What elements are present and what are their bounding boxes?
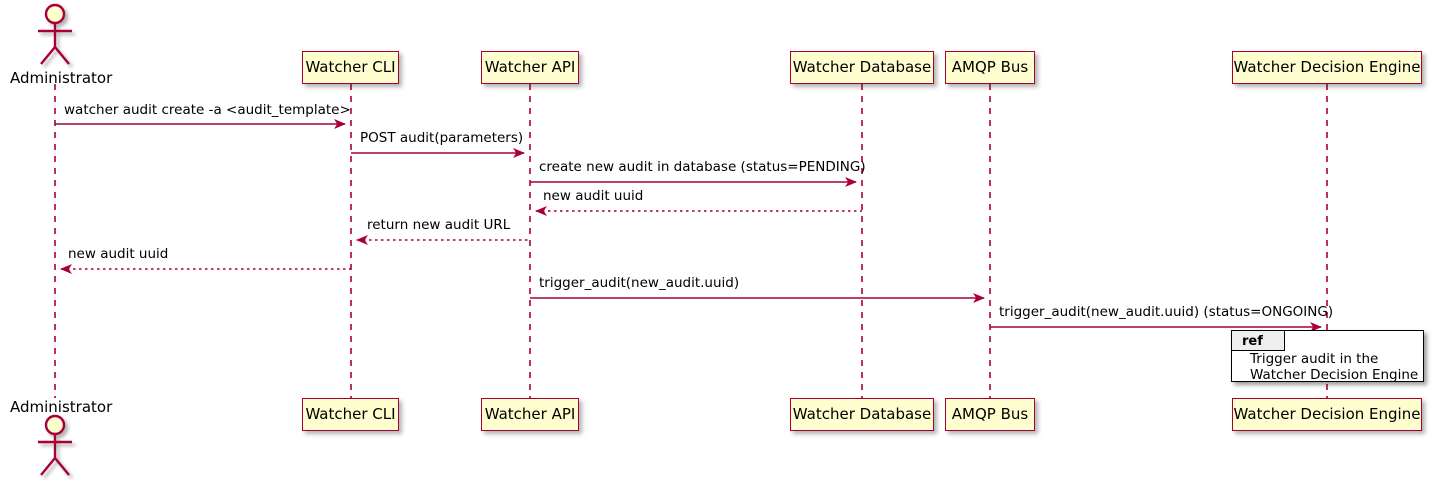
participant-box-watcher-cli-bottom[interactable]: Watcher CLI [302,398,399,431]
ref-fragment-tab [1232,331,1285,351]
participant-label: Watcher API [484,405,576,423]
message-label-5: return new audit URL [367,217,511,233]
participant-box-watcher-api-top[interactable]: Watcher API [481,51,579,84]
actor-label-administrator-top: Administrator [10,69,113,87]
ref-fragment-line-2: Watcher Decision Engine [1250,367,1419,383]
participant-label: Watcher CLI [305,58,396,76]
message-label-2: POST audit(parameters) [360,130,524,146]
participant-label: Watcher CLI [305,405,396,423]
message-arrows [55,119,1322,332]
participant-label: Watcher Database [792,58,932,76]
actor-administrator-top-icon [38,3,72,65]
ref-fragment-line-1: Trigger audit in the [1250,351,1379,367]
participant-box-watcher-cli-top[interactable]: Watcher CLI [302,51,399,84]
participant-label: AMQP Bus [951,58,1029,76]
actor-label-administrator-bottom: Administrator [10,398,113,416]
message-label-4: new audit uuid [543,188,644,204]
participant-box-watcher-database-top[interactable]: Watcher Database [790,51,934,84]
message-label-6: new audit uuid [68,246,169,262]
participant-label: AMQP Bus [951,405,1029,423]
participant-box-watcher-decision-engine-top[interactable]: Watcher Decision Engine [1232,51,1422,84]
message-label-8: trigger_audit(new_audit.uuid) (status=ON… [999,304,1334,320]
participant-box-watcher-decision-engine-bottom[interactable]: Watcher Decision Engine [1232,398,1422,431]
lifelines [54,84,1328,398]
participant-box-watcher-database-bottom[interactable]: Watcher Database [790,398,934,431]
actor-administrator-bottom-icon [38,414,72,476]
participant-label: Watcher Decision Engine [1233,58,1421,76]
message-label-1: watcher audit create -a <audit_template> [64,102,351,118]
ref-fragment-tag-label: ref [1242,334,1263,349]
message-label-7: trigger_audit(new_audit.uuid) [539,275,740,291]
ref-fragment[interactable]: ref Trigger audit in the Watcher Decisio… [1231,330,1424,383]
message-label-3: create new audit in database (status=PEN… [539,159,866,175]
participant-label: Watcher Database [792,405,932,423]
participant-label: Watcher Decision Engine [1233,405,1421,423]
participant-box-amqp-bus-bottom[interactable]: AMQP Bus [945,398,1035,431]
participant-box-watcher-api-bottom[interactable]: Watcher API [481,398,579,431]
participant-label: Watcher API [484,58,576,76]
participant-box-amqp-bus-top[interactable]: AMQP Bus [945,51,1035,84]
